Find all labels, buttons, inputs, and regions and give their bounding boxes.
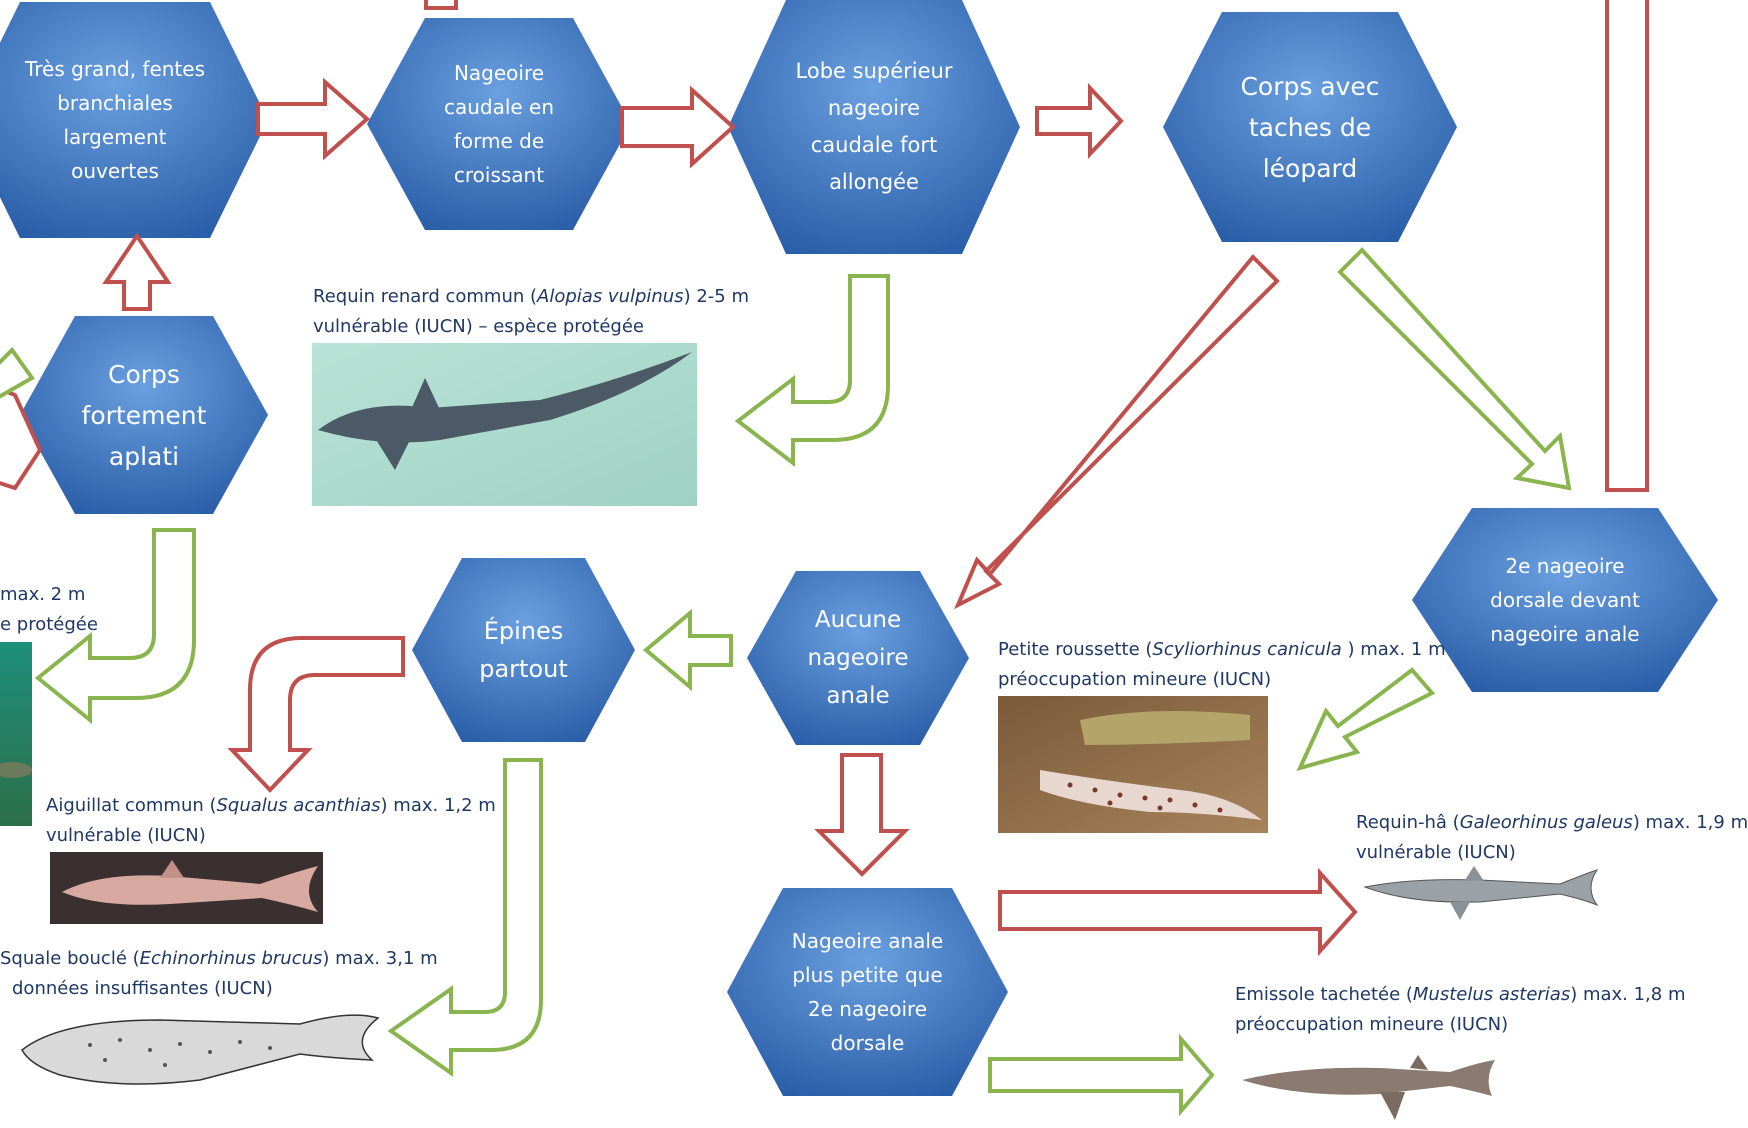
requin-ha-drawing: [1363, 866, 1599, 920]
arrow-lobe-to-leopard: [1035, 82, 1124, 160]
caption-requin-ha-status: vulnérable (IUCN): [1356, 842, 1516, 863]
node-leopard: Corps avec taches de léopard: [1240, 71, 1380, 183]
caption-emissole: Emissole tachetée (Mustelus asterias) ma…: [1235, 980, 1686, 1040]
arrow-dorsale-devant-to-roussette: [1296, 667, 1436, 772]
aiguillat-photo: [50, 852, 323, 924]
node-aucune-anale: Aucune nageoire anale: [807, 607, 909, 709]
caption-aiguillat-name: Aiguillat commun (Squalus acanthias) max…: [46, 795, 496, 816]
hexagon-nodes: [0, 0, 1718, 1096]
node-lobe-superieur: Lobe supérieur nageoire caudale fort all…: [795, 59, 953, 194]
hex-epines: [412, 558, 635, 742]
caption-squale-status: données insuffisantes (IUCN): [12, 978, 273, 999]
caption-roussette: Petite roussette (Scyliorhinus canicula …: [998, 635, 1446, 695]
arrow-aucune-anale-down: [814, 753, 910, 877]
caption-partial-left-line1: max. 2 m: [0, 584, 86, 605]
caption-renard: Requin renard commun (Alopias vulpinus) …: [313, 282, 749, 342]
arrow-epines-to-aiguillat: [227, 636, 405, 793]
caption-requin-ha: Requin-hâ (Galeorhinus galeus) max. 1,9 …: [1356, 808, 1748, 868]
caption-squale-name: Squale bouclé (Echinorhinus brucus) max.…: [0, 948, 438, 969]
hex-lobe-superieur: [728, 0, 1020, 254]
emissole-photo: [1242, 1055, 1495, 1120]
arrow-croissant-to-lobe: [620, 85, 736, 169]
node-croissant: Nageoire caudale en forme de croissant: [443, 61, 555, 187]
renard-photo: [312, 343, 697, 506]
node-epines: Épines partout: [479, 617, 568, 683]
caption-partial-left: max. 2 m e protégée: [0, 580, 98, 640]
arrow-anale-petite-to-requin-ha: [998, 867, 1358, 957]
green-arrows: [0, 247, 1572, 1117]
arrow-lobe-to-renard: [734, 274, 890, 468]
hex-aplati: [20, 316, 268, 514]
arrow-aplati-to-partial: [34, 528, 196, 725]
node-anale-petite: Nageoire anale plus petite que 2e nageoi…: [791, 929, 944, 1055]
node-aplati: Corps fortement aplati: [81, 359, 207, 471]
hex-anale-petite: [727, 888, 1008, 1096]
caption-aiguillat-status: vulnérable (IUCN): [46, 825, 206, 846]
arrow-aucune-anale-to-epines: [642, 608, 733, 692]
caption-aiguillat: Aiguillat commun (Squalus acanthias) max…: [46, 791, 496, 851]
arrow-leopard-to-aucune-anale: [954, 254, 1280, 610]
caption-squale: Squale bouclé (Echinorhinus brucus) max.…: [0, 944, 438, 1004]
hex-tres-grand: [0, 2, 268, 238]
arrow-aplati-to-tres-grand: [102, 232, 172, 311]
hex-leopard: [1163, 12, 1457, 242]
caption-partial-left-line2: e protégée: [0, 614, 98, 635]
hex-croissant: [367, 18, 631, 230]
partial-left-photo: [0, 642, 32, 826]
caption-renard-status: vulnérable (IUCN) – espèce protégée: [313, 316, 644, 337]
arrow-top-stub: [424, 0, 458, 10]
caption-roussette-name: Petite roussette (Scyliorhinus canicula …: [998, 639, 1446, 660]
caption-emissole-name: Emissole tachetée (Mustelus asterias) ma…: [1235, 984, 1686, 1005]
arrow-epines-to-squale: [387, 758, 543, 1077]
arrow-leopard-to-dorsale-devant: [1337, 247, 1572, 491]
squale-drawing: [21, 1014, 380, 1085]
hex-dorsale-devant: [1412, 508, 1718, 692]
red-arrows: [0, 0, 1649, 957]
caption-roussette-status: préoccupation mineure (IUCN): [998, 669, 1272, 690]
arrow-left-edge-partial-green: [0, 346, 35, 399]
arrow-dorsale-devant-up: [1605, 0, 1649, 492]
node-tres-grand: Très grand, fentes branchiales largement…: [25, 57, 205, 183]
caption-requin-ha-name: Requin-hâ (Galeorhinus galeus) max. 1,9 …: [1356, 812, 1748, 833]
arrow-tres-grand-to-croissant: [256, 77, 371, 161]
caption-emissole-status: préoccupation mineure (IUCN): [1235, 1014, 1509, 1035]
roussette-photo: [998, 696, 1268, 833]
arrow-left-edge-partial: [0, 386, 43, 491]
caption-renard-name: Requin renard commun (Alopias vulpinus) …: [313, 286, 750, 307]
arrow-anale-petite-to-emissole: [988, 1033, 1215, 1117]
hex-aucune-anale: [747, 571, 969, 745]
node-dorsale-devant: 2e nageoire dorsale devant nageoire anal…: [1490, 554, 1640, 646]
